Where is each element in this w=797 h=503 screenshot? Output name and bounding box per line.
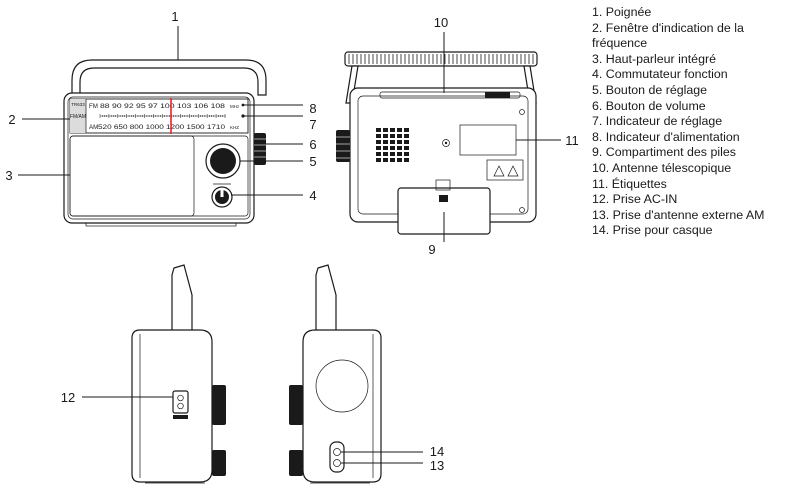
- dial-am-unit: KHZ: [230, 125, 239, 130]
- legend-item: 7. Indicateur de réglage: [592, 114, 723, 129]
- front-view: TR633 FM/AM FM 88 90 92 95 97 100 103 10…: [63, 59, 267, 227]
- legend-item: 14. Prise pour casque: [592, 223, 713, 238]
- legend-item: 5. Bouton de réglage: [592, 82, 708, 97]
- headphone-jack: [333, 448, 341, 456]
- callout-9: 9: [428, 242, 435, 257]
- vent-slot: [383, 158, 388, 162]
- back-knob-left: [336, 130, 350, 162]
- vent-slot: [404, 134, 409, 138]
- vent-slot: [397, 146, 402, 150]
- callout-numbers: 1 2 3 4 5 6 7 8 9 10 11 12 13 14: [5, 9, 578, 473]
- callout-11: 11: [565, 133, 579, 148]
- callout-7: 7: [309, 117, 316, 132]
- am-antenna-jack: [333, 459, 341, 467]
- ac-in-jack: [172, 390, 189, 419]
- callout-2: 2: [8, 112, 15, 127]
- right-knob-lower: [289, 450, 303, 476]
- front-handle: [71, 59, 267, 96]
- vent-slot: [404, 146, 409, 150]
- vent-slot: [397, 128, 402, 132]
- dial-fm-label: FM: [89, 103, 98, 110]
- dial-am-label: AM: [89, 124, 98, 131]
- vent-slot: [390, 152, 395, 156]
- dial-fm-unit: MHz: [230, 104, 240, 109]
- frequency-window: TR633 FM/AM FM 88 90 92 95 97 100 103 10…: [69, 98, 249, 134]
- vent-slot: [390, 128, 395, 132]
- back-vent: [376, 128, 409, 162]
- front-inner-frame: [67, 96, 251, 220]
- back-screw: [442, 139, 450, 147]
- telescopic-antenna: [379, 91, 521, 99]
- dial-tick-scale: [99, 114, 226, 118]
- right-speaker-outline: [315, 359, 369, 413]
- callout-14: 14: [430, 444, 444, 459]
- vent-slot: [376, 158, 381, 162]
- callout-10: 10: [434, 15, 448, 30]
- parts-legend: 1. Poignée 2. Fenêtre d'indication de la…: [592, 5, 795, 239]
- legend-item: 13. Prise d'antenne externe AM: [592, 207, 765, 222]
- vent-slot: [390, 158, 395, 162]
- legend-item: 9. Compartiment des piles: [592, 145, 736, 160]
- vent-slot: [383, 146, 388, 150]
- vent-slot: [397, 134, 402, 138]
- vent-slot: [397, 140, 402, 144]
- vent-slot: [390, 146, 395, 150]
- left-side-view: [131, 264, 226, 484]
- volume-knob-side: [254, 133, 266, 165]
- callout-5: 5: [309, 154, 316, 169]
- vent-slot: [383, 128, 388, 132]
- callout-8: 8: [309, 101, 316, 116]
- callout-4: 4: [309, 188, 316, 203]
- vent-slot: [404, 158, 409, 162]
- side-jack-panel: [329, 441, 345, 473]
- vent-slot: [383, 140, 388, 144]
- callout-1: 1: [171, 9, 178, 24]
- vent-slot: [397, 152, 402, 156]
- tuning-knob: [205, 143, 241, 179]
- left-body: [131, 329, 213, 483]
- legend-item: 6. Bouton de volume: [592, 98, 706, 113]
- callout-6: 6: [309, 137, 316, 152]
- vent-slot: [390, 134, 395, 138]
- legend-item: 8. Indicateur d'alimentation: [592, 129, 740, 144]
- front-foot: [85, 222, 237, 227]
- left-knob-lower: [212, 450, 226, 476]
- legend-item: 3. Haut-parleur intégré: [592, 51, 716, 66]
- back-view: [336, 51, 538, 235]
- callout-3: 3: [5, 168, 12, 183]
- vent-slot: [376, 134, 381, 138]
- vent-slot: [397, 158, 402, 162]
- legend-item: 2. Fenêtre d'indication de la fréquence: [592, 20, 744, 51]
- vent-slot: [376, 146, 381, 150]
- vent-slot: [376, 140, 381, 144]
- right-side-view: [289, 264, 382, 484]
- vent-slot: [404, 128, 409, 132]
- callout-13: 13: [430, 458, 444, 473]
- legend-item: 11. Étiquettes: [592, 176, 667, 191]
- vent-slot: [383, 134, 388, 138]
- vent-slot: [376, 152, 381, 156]
- vent-slot: [404, 152, 409, 156]
- dial-fm-scale: 88 90 92 95 97 100 103 106 108: [100, 103, 226, 110]
- callout-12: 12: [61, 390, 75, 405]
- callout-leaders: [18, 26, 561, 464]
- dial-band: FM/AM: [70, 114, 86, 120]
- dial-am-scale: 520 650 800 1000 1200 1500 1710: [98, 124, 226, 131]
- left-knob-upper: [212, 385, 226, 425]
- right-knob-upper: [289, 385, 303, 425]
- legend-item: 4. Commutateur fonction: [592, 67, 728, 82]
- back-handle: [344, 51, 538, 104]
- vent-slot: [383, 152, 388, 156]
- dial-model: TR633: [71, 102, 85, 107]
- function-switch: [211, 183, 233, 208]
- legend-item: 10. Antenne télescopique: [592, 160, 732, 175]
- speaker-grille: [69, 135, 195, 217]
- vent-slot: [376, 128, 381, 132]
- legend-item: 1. Poignée: [592, 5, 652, 19]
- vent-slot: [404, 140, 409, 144]
- legend-item: 12. Prise AC-IN: [592, 192, 678, 207]
- vent-slot: [390, 140, 395, 144]
- right-body: [302, 329, 382, 483]
